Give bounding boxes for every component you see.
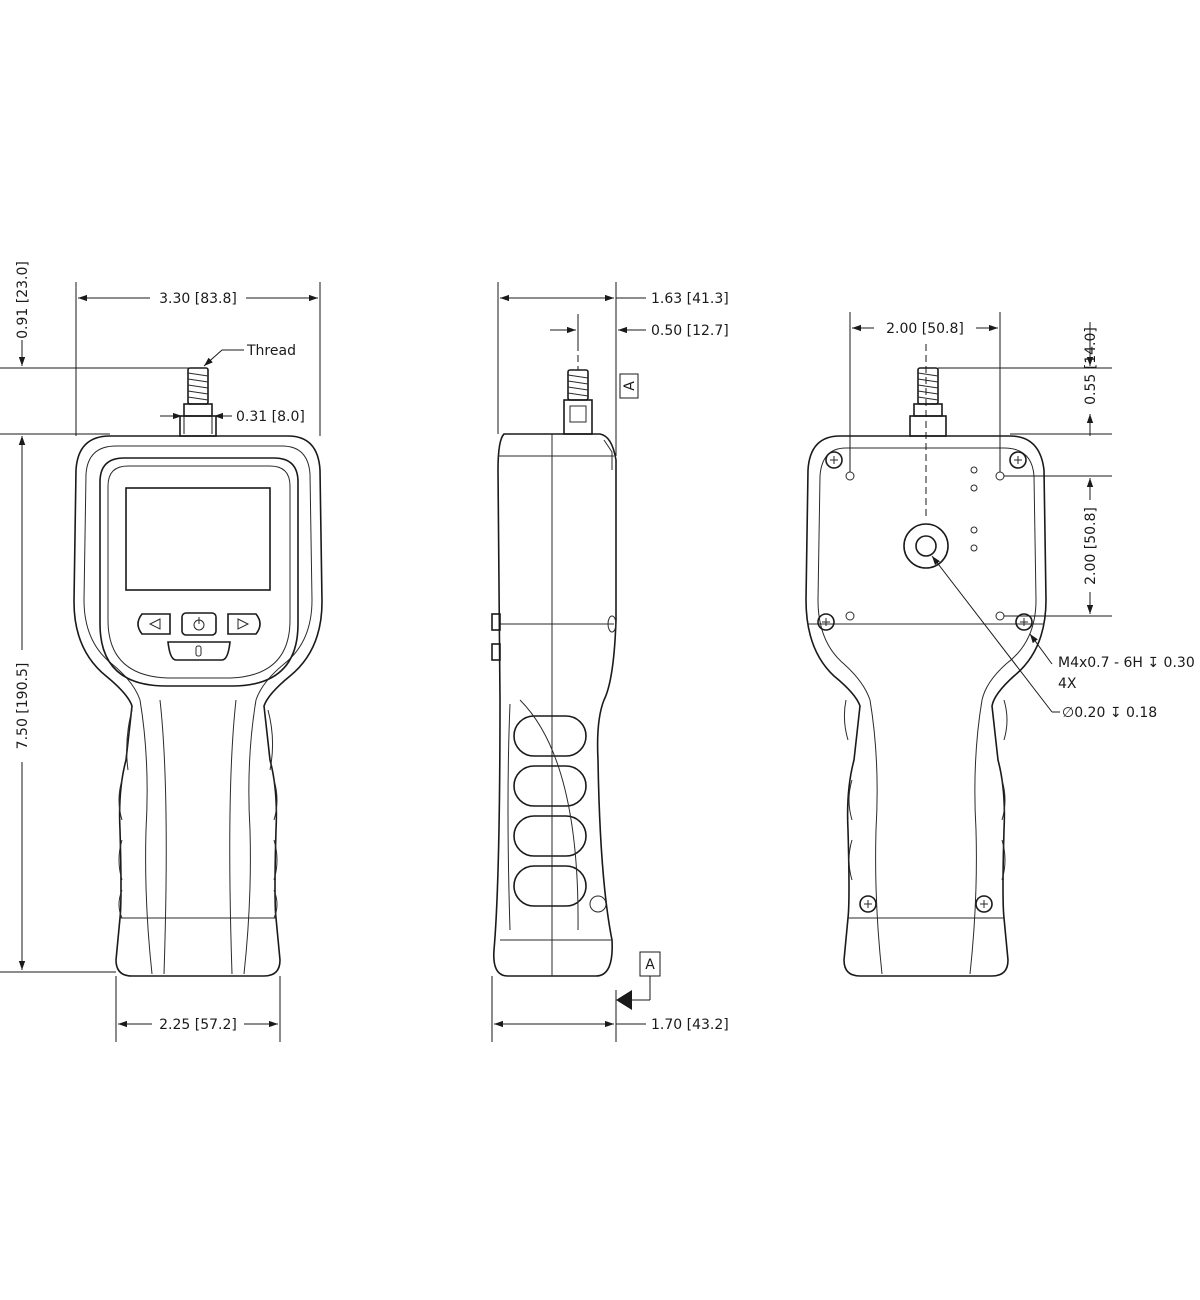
side-grip-pads — [507, 699, 587, 931]
back-callout-pin-hole: ∅0.20 ↧ 0.18 — [1062, 705, 1157, 721]
side-datum-box-bottom — [639, 951, 661, 977]
front-body-outline — [73, 435, 323, 977]
back-callout-thread-hole: M4x0.7 - 6H ↧ 0.30 — [1058, 655, 1195, 671]
front-dim-width-top: 3.30 [83.8] — [159, 291, 237, 307]
side-datum-label-bottom: A — [645, 957, 655, 973]
front-body-inner — [83, 445, 313, 701]
front-button-right — [227, 613, 261, 635]
front-bezel — [99, 457, 299, 687]
side-dimensions — [491, 282, 661, 1042]
front-view — [0, 282, 323, 1042]
back-view — [805, 312, 1112, 977]
side-datum-label-top: A — [622, 381, 638, 391]
back-callout-thread-count: 4X — [1058, 676, 1077, 692]
back-center-thread-hole — [915, 535, 937, 557]
back-thread-stud — [909, 367, 947, 437]
side-lanyard-hole — [589, 895, 607, 913]
back-screws — [817, 451, 1033, 913]
side-view — [491, 282, 661, 1042]
back-grip-contours — [843, 699, 1008, 975]
front-button-left — [137, 613, 171, 635]
side-button-lower — [491, 643, 501, 661]
back-center-boss — [903, 523, 949, 569]
front-grip-contours — [118, 699, 278, 975]
back-dim-thread-height: 0.55 [14.0] — [1083, 327, 1099, 405]
side-dim-thread-offset: 0.50 [12.7] — [651, 323, 729, 339]
side-button-upper — [491, 613, 501, 631]
front-dim-thread-width: 0.31 [8.0] — [236, 409, 305, 425]
side-datum-box-top — [619, 373, 639, 399]
front-button-power — [181, 612, 217, 636]
front-display-screen — [125, 487, 271, 591]
side-dim-depth-bottom: 1.70 [43.2] — [651, 1017, 729, 1033]
side-thread-stud — [563, 344, 593, 435]
front-dim-width-bottom: 2.25 [57.2] — [159, 1017, 237, 1033]
back-body-outline — [805, 435, 1047, 977]
back-dimensions — [849, 312, 1112, 713]
front-thread-label: Thread — [246, 343, 296, 359]
side-body-outline — [492, 433, 617, 977]
front-dim-height-total: 7.50 [190.5] — [15, 663, 31, 750]
front-dimensions — [0, 282, 321, 1042]
back-dim-hole-spacing-horizontal: 2.00 [50.8] — [886, 321, 964, 337]
side-datum-triangle — [616, 990, 632, 1010]
front-button-lower — [167, 641, 231, 661]
front-dim-height-thread: 0.91 [23.0] — [15, 261, 31, 339]
back-dim-hole-spacing-vertical: 2.00 [50.8] — [1083, 507, 1099, 585]
side-dim-depth-top: 1.63 [41.3] — [651, 291, 729, 307]
front-thread-stud — [179, 367, 217, 437]
back-holes — [845, 466, 1005, 621]
